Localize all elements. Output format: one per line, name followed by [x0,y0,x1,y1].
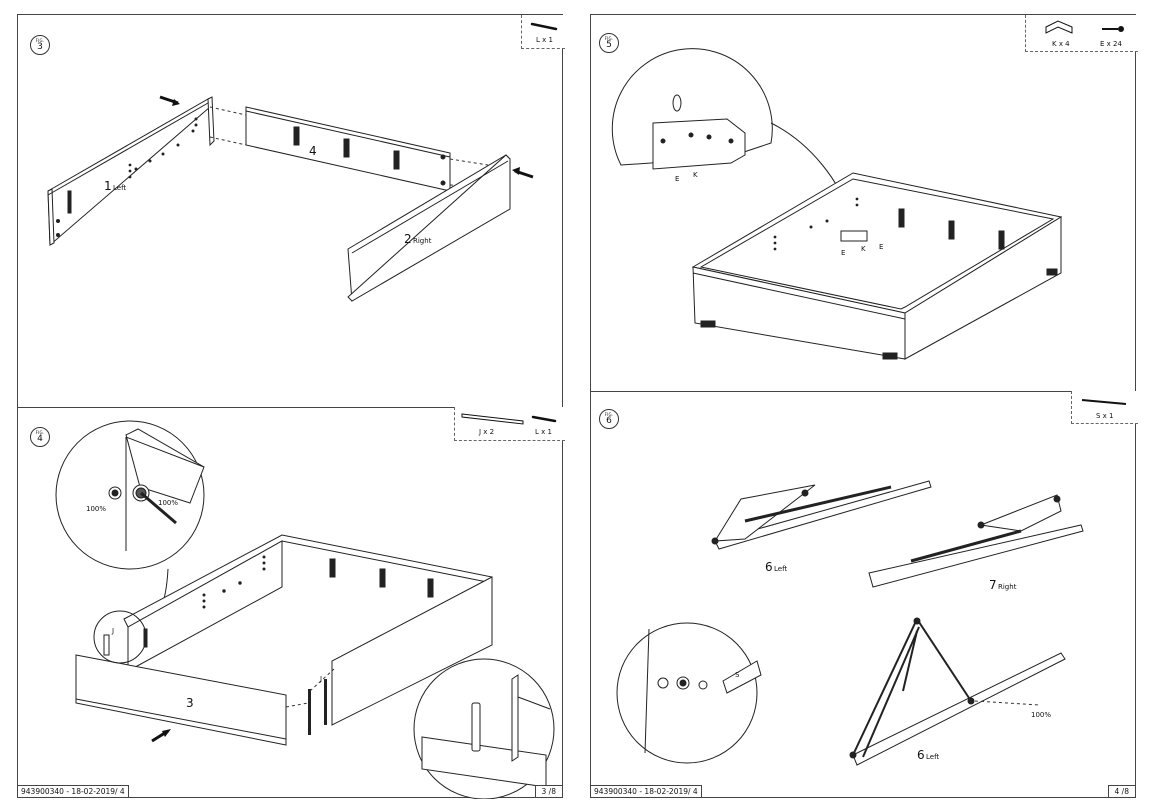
part-number-3: 3 [186,696,194,710]
bed-frame-assembled [691,172,1063,360]
dowel-icon [531,415,557,423]
fig4-badge-number: 4 [37,434,43,444]
bed-frame [75,534,493,746]
fig5-parts-box: K x 4 E x 24 [1025,15,1138,52]
manual-page-left: FIG. 3 L x 1 [17,14,565,799]
fig5-part-label-k: K x 4 [1052,40,1070,48]
lift-mechanism-left [711,480,932,550]
panel-divider [591,391,1135,392]
fig3-panel: FIG. 3 L x 1 [18,15,565,407]
screw-icon [1102,26,1124,32]
fig4-part-label-j: J x 2 [479,428,495,436]
part-label-7-right: Right [998,583,1017,591]
fig5-badge: FIG. 5 [599,33,619,53]
panel-divider [18,407,562,408]
part-number-7: 7 [989,578,997,592]
callout-e-a: E [675,175,679,183]
fig3-part-label: L x 1 [536,36,553,44]
side-panel-right [347,154,511,303]
callout-k-a: K [693,171,698,179]
fig3-badge-label: FIG. [35,38,45,43]
lift-mechanism-raised [849,617,1066,766]
fig6-drawing: 6 Left 7 Right S [616,480,1084,766]
fig4-badge: FIG. 4 [30,427,50,447]
dowel-icon [530,22,558,31]
part-label-left: Left [113,184,126,192]
part-number-2: 2 [404,232,412,246]
glue-label: 100% [1031,711,1051,719]
footer-page-number: 3 /8 [534,785,563,798]
fig4-parts-box: J x 2 L x 1 [454,407,565,441]
detail-circle-bracket [611,48,773,170]
glue-label-a: 100% [86,505,106,513]
side-panel-left [47,96,215,247]
fig5-drawing: E K [611,48,1063,360]
fig5-part-label-e: E x 24 [1100,40,1122,48]
footer-doc-id: 943900340 - 18-02-2019/ 4 [590,785,702,798]
fig6-parts-box: S x 1 [1071,391,1138,424]
fig5-badge-number: 5 [606,40,612,50]
fig4-panel: FIG. 4 J x 2 L x 1 [18,407,565,799]
fig5-panel: FIG. 5 K x 4 E x 24 [591,15,1138,391]
footer-doc-id: 943900340 - 18-02-2019/ 4 [17,785,129,798]
bracket-icon [1045,20,1073,34]
glue-label-b: 100% [158,499,178,507]
j-label-a: J [319,675,322,683]
j-label-b: J [111,627,114,635]
fig4-part-label-l: L x 1 [535,428,552,436]
j-bars [308,679,327,735]
manual-page-right: FIG. 5 K x 4 E x 24 [590,14,1138,799]
fig3-badge-number: 3 [37,42,43,52]
part-number-4: 4 [309,144,317,158]
detail-circle-rod [616,622,762,764]
detail-circle-glue [55,420,205,570]
fig4-drawing: 100% 100% [55,420,555,799]
detail-circle-bar [413,658,555,799]
fig6-badge-number: 6 [606,416,612,426]
rod-icon [1081,399,1127,405]
back-panel [245,106,451,192]
part-label-6b-left: Left [926,753,939,761]
callout-s: S [735,671,740,679]
callout-k-b: K [861,245,866,253]
fig3-badge: FIG. 3 [30,35,50,55]
fig6-panel: FIG. 6 S x 1 6 Left [591,391,1138,799]
fig6-badge: FIG. 6 [599,409,619,429]
fig6-badge-label: FIG. [604,412,614,417]
part-label-right: Right [413,237,432,245]
part-number-1: 1 [104,179,112,193]
fig3-parts-box: L x 1 [521,15,565,49]
fig4-badge-label: FIG. [35,430,45,435]
part-label-6-left: Left [774,565,787,573]
lift-mechanism-right [868,494,1084,588]
part-number-6: 6 [765,560,773,574]
part-number-6b: 6 [917,748,925,762]
fig6-part-label-s: S x 1 [1096,412,1114,420]
bar-icon [461,413,524,425]
fig3-drawing: 1 Left 2 Right 4 [47,95,534,303]
callout-e-b: E [841,249,845,257]
callout-e-c: E [879,243,883,251]
footer-page-number: 4 /8 [1107,785,1136,798]
fig5-badge-label: FIG. [604,36,614,41]
